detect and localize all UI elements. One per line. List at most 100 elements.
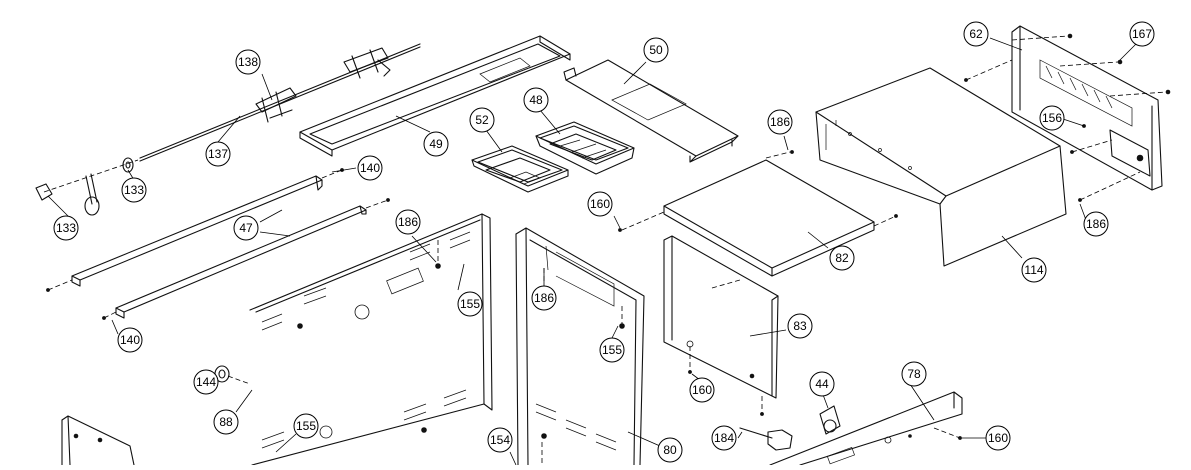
callout-label: 160 (590, 197, 610, 211)
callout-circle (487, 427, 513, 453)
callout-186: 186 (395, 209, 421, 235)
callout-114: 114 (1021, 257, 1047, 283)
callout-62: 62 (963, 21, 989, 47)
callout-label: 154 (490, 433, 510, 447)
callout-label: 48 (529, 93, 543, 107)
callout-78: 78 (901, 361, 927, 387)
control-panel (1011, 25, 1163, 191)
callout-label: 62 (969, 27, 983, 41)
callout-label: 47 (239, 221, 253, 235)
callout-circle (205, 141, 231, 167)
callout-label: 133 (56, 221, 76, 235)
callout-186: 186 (531, 285, 557, 311)
callout-140: 140 (357, 155, 383, 181)
callout-label: 44 (815, 377, 829, 391)
callout-circle (643, 37, 669, 63)
small-tray (471, 145, 569, 193)
callout-label: 52 (475, 113, 489, 127)
callout-156: 156 (1039, 105, 1065, 131)
callout-133: 133 (53, 215, 79, 241)
hood (815, 67, 1067, 267)
callout-label: 138 (238, 55, 258, 69)
callout-label: 50 (649, 43, 663, 57)
callout-label: 167 (1132, 27, 1152, 41)
callout-label: 82 (835, 251, 849, 265)
callout-circle (357, 155, 383, 181)
callout-circle (423, 131, 449, 157)
callout-label: 155 (296, 419, 316, 433)
callout-label: 184 (714, 431, 734, 445)
callout-label: 80 (663, 443, 677, 457)
callout-49: 49 (423, 131, 449, 157)
callout-186: 186 (767, 109, 793, 135)
leader-lines (47, 37, 1137, 466)
side-shelf (663, 159, 875, 277)
callout-label: 186 (534, 291, 554, 305)
callout-circle (809, 371, 835, 397)
callout-label: 133 (124, 183, 144, 197)
callout-44: 44 (809, 371, 835, 397)
callout-circle (767, 109, 793, 135)
callout-label: 140 (360, 161, 380, 175)
callout-circle (523, 87, 549, 113)
callout-133: 133 (121, 177, 147, 203)
front-rail (769, 391, 963, 466)
callout-82: 82 (829, 245, 855, 271)
callout-group: 138 137 133 133 49 52 48 50 140 47 140 186 155 186 155… (53, 21, 1155, 463)
callout-circle (233, 215, 259, 241)
callout-154: 154 (487, 427, 513, 453)
callout-155: 155 (599, 337, 625, 363)
callout-83: 83 (787, 313, 813, 339)
callout-label: 186 (770, 115, 790, 129)
callout-label: 186 (398, 215, 418, 229)
callout-137: 137 (205, 141, 231, 167)
callout-circle (395, 209, 421, 235)
callout-circle (469, 107, 495, 133)
back-panel (249, 213, 493, 466)
callout-circle (117, 327, 143, 353)
callout-circle (963, 21, 989, 47)
callout-circle (457, 291, 483, 317)
heat-shield (563, 59, 739, 163)
callout-140: 140 (117, 327, 143, 353)
callout-label: 186 (1086, 217, 1106, 231)
callout-label: 155 (602, 343, 622, 357)
callout-circle (213, 409, 239, 435)
callout-label: 114 (1024, 263, 1043, 277)
callout-167: 167 (1129, 21, 1155, 47)
callout-155: 155 (293, 413, 319, 439)
callout-circle (193, 369, 219, 395)
callout-circle (711, 425, 737, 451)
callout-88: 88 (213, 409, 239, 435)
callout-circle (1129, 21, 1155, 47)
callout-50: 50 (643, 37, 669, 63)
callout-47: 47 (233, 215, 259, 241)
callout-label: 160 (692, 383, 712, 397)
callout-circle (53, 215, 79, 241)
rotisserie-forks (255, 47, 391, 123)
ignitor-button (739, 427, 793, 451)
callout-circle (587, 191, 613, 217)
callout-circle (1083, 211, 1109, 237)
callout-circle (293, 413, 319, 439)
callout-label: 156 (1042, 111, 1062, 125)
callout-label: 78 (907, 367, 921, 381)
callout-184: 184 (711, 425, 737, 451)
callout-circle (121, 177, 147, 203)
callout-circle (787, 313, 813, 339)
callout-155: 155 (457, 291, 483, 317)
callout-circle (657, 437, 683, 463)
callout-circle (1021, 257, 1047, 283)
callout-circle (829, 245, 855, 271)
callout-label: 140 (120, 333, 140, 347)
callout-label: 155 (460, 297, 480, 311)
callout-138: 138 (235, 49, 261, 75)
callout-circle (901, 361, 927, 387)
bottom-panel-fragment (61, 415, 135, 466)
callout-label: 160 (988, 431, 1008, 445)
callout-144: 144 (193, 369, 219, 395)
callout-label: 137 (208, 147, 228, 161)
drip-tray (299, 35, 571, 157)
